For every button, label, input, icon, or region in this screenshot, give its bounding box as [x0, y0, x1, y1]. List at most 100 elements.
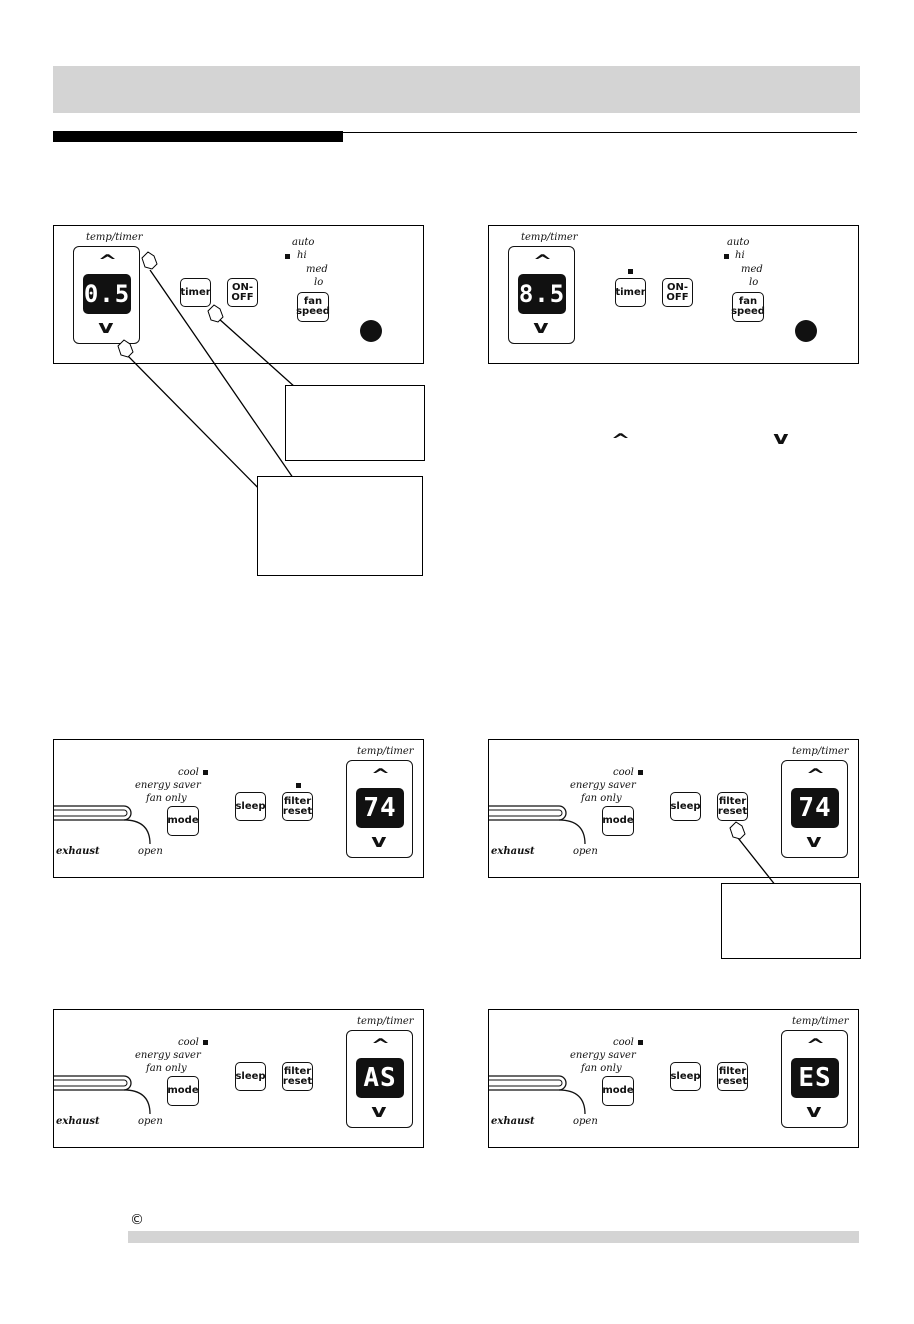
pointing-hand-icon — [729, 821, 746, 840]
down-arrow-icon: v — [773, 428, 789, 449]
exhaust-label: exhaust — [491, 846, 535, 857]
temp-up-icon[interactable]: ^ — [805, 1035, 826, 1056]
mode-panel-4: cool energy saver fan only mode exhaust … — [488, 739, 859, 878]
fan-med-label: med — [741, 264, 763, 275]
temp-timer-label: temp/timer — [792, 1016, 849, 1027]
sleep-button[interactable]: sleep — [670, 1062, 701, 1091]
exhaust-lever — [54, 805, 151, 845]
cool-indicator — [203, 770, 208, 775]
indicator-knob — [360, 320, 382, 342]
energy-saver-label: energy saver — [570, 780, 636, 791]
sleep-button[interactable]: sleep — [235, 1062, 266, 1091]
fan-lo-label: lo — [749, 277, 759, 288]
temp-timer-readout: ^ ES v — [781, 1030, 848, 1128]
temp-up-icon[interactable]: ^ — [805, 765, 826, 786]
copyright-symbol: © — [130, 1212, 144, 1228]
callout-box-3 — [721, 883, 861, 959]
cool-indicator — [638, 770, 643, 775]
fan-only-label: fan only — [146, 793, 187, 804]
temp-down-icon[interactable]: v — [98, 317, 114, 338]
open-label: open — [138, 846, 163, 857]
callout-box-1 — [285, 385, 425, 461]
temp-down-icon[interactable]: v — [806, 831, 822, 852]
temp-down-icon[interactable]: v — [371, 1101, 387, 1122]
temp-timer-label: temp/timer — [357, 746, 414, 757]
section-rule-thin — [343, 132, 857, 133]
timer-panel-2: temp/timer ^ 8.5 v timer ON-OFF auto hi … — [488, 225, 859, 364]
mode-button[interactable]: mode — [602, 1076, 634, 1106]
sleep-button[interactable]: sleep — [235, 792, 266, 821]
lcd-display: 8.5 — [518, 274, 566, 314]
lcd-display: AS — [356, 1058, 404, 1098]
cool-indicator — [638, 1040, 643, 1045]
exhaust-lever — [489, 805, 586, 845]
temp-down-icon[interactable]: v — [533, 317, 549, 338]
on-off-button[interactable]: ON-OFF — [662, 278, 693, 307]
fan-only-label: fan only — [146, 1063, 187, 1074]
temp-timer-readout: ^ AS v — [346, 1030, 413, 1128]
exhaust-label: exhaust — [491, 1116, 535, 1127]
timer-button[interactable]: timer — [615, 278, 646, 307]
temp-timer-readout: ^ 8.5 v — [508, 246, 575, 344]
cool-indicator — [203, 1040, 208, 1045]
fan-auto-label: auto — [727, 237, 750, 248]
up-arrow-icon: ^ — [610, 430, 631, 451]
temp-timer-readout: ^ 74 v — [781, 760, 848, 858]
mode-panel-5: cool energy saver fan only mode exhaust … — [53, 1009, 424, 1148]
mode-button[interactable]: mode — [167, 806, 199, 836]
fan-hi-label: hi — [297, 250, 307, 261]
energy-saver-label: energy saver — [570, 1050, 636, 1061]
temp-timer-label: temp/timer — [86, 232, 143, 243]
cool-label: cool — [178, 1037, 199, 1048]
lcd-display: ES — [791, 1058, 839, 1098]
fan-lo-label: lo — [314, 277, 324, 288]
open-label: open — [573, 846, 598, 857]
temp-up-icon[interactable]: ^ — [370, 1035, 391, 1056]
cool-label: cool — [613, 767, 634, 778]
exhaust-label: exhaust — [56, 1116, 100, 1127]
temp-up-icon[interactable]: ^ — [97, 251, 118, 272]
footer-bar — [128, 1231, 859, 1243]
fan-hi-label: hi — [735, 250, 745, 261]
exhaust-lever — [54, 1075, 151, 1115]
lcd-display: 74 — [356, 788, 404, 828]
fan-med-label: med — [306, 264, 328, 275]
mode-button[interactable]: mode — [602, 806, 634, 836]
temp-up-icon[interactable]: ^ — [532, 251, 553, 272]
on-off-button[interactable]: ON-OFF — [227, 278, 258, 307]
lcd-display: 0.5 — [83, 274, 131, 314]
pointing-hand-icon — [117, 251, 224, 358]
temp-timer-label: temp/timer — [521, 232, 578, 243]
cool-label: cool — [178, 767, 199, 778]
header-bar — [53, 66, 860, 113]
open-label: open — [138, 1116, 163, 1127]
filter-indicator — [296, 783, 301, 788]
exhaust-label: exhaust — [56, 846, 100, 857]
fan-only-label: fan only — [581, 793, 622, 804]
sleep-button[interactable]: sleep — [670, 792, 701, 821]
temp-up-icon[interactable]: ^ — [370, 765, 391, 786]
indicator-knob — [795, 320, 817, 342]
fan-only-label: fan only — [581, 1063, 622, 1074]
timer-button[interactable]: timer — [180, 278, 211, 307]
mode-button[interactable]: mode — [167, 1076, 199, 1106]
fan-auto-label: auto — [292, 237, 315, 248]
mode-panel-3: cool energy saver fan only mode exhaust … — [53, 739, 424, 878]
mode-panel-6: cool energy saver fan only mode exhaust … — [488, 1009, 859, 1148]
exhaust-lever — [489, 1075, 586, 1115]
fan-hi-indicator — [724, 254, 729, 259]
temp-timer-label: temp/timer — [792, 746, 849, 757]
callout-box-2 — [257, 476, 423, 576]
section-rule-thick — [53, 131, 343, 142]
open-label: open — [573, 1116, 598, 1127]
temp-down-icon[interactable]: v — [371, 831, 387, 852]
timer-indicator — [628, 269, 633, 274]
temp-down-icon[interactable]: v — [806, 1101, 822, 1122]
energy-saver-label: energy saver — [135, 1050, 201, 1061]
